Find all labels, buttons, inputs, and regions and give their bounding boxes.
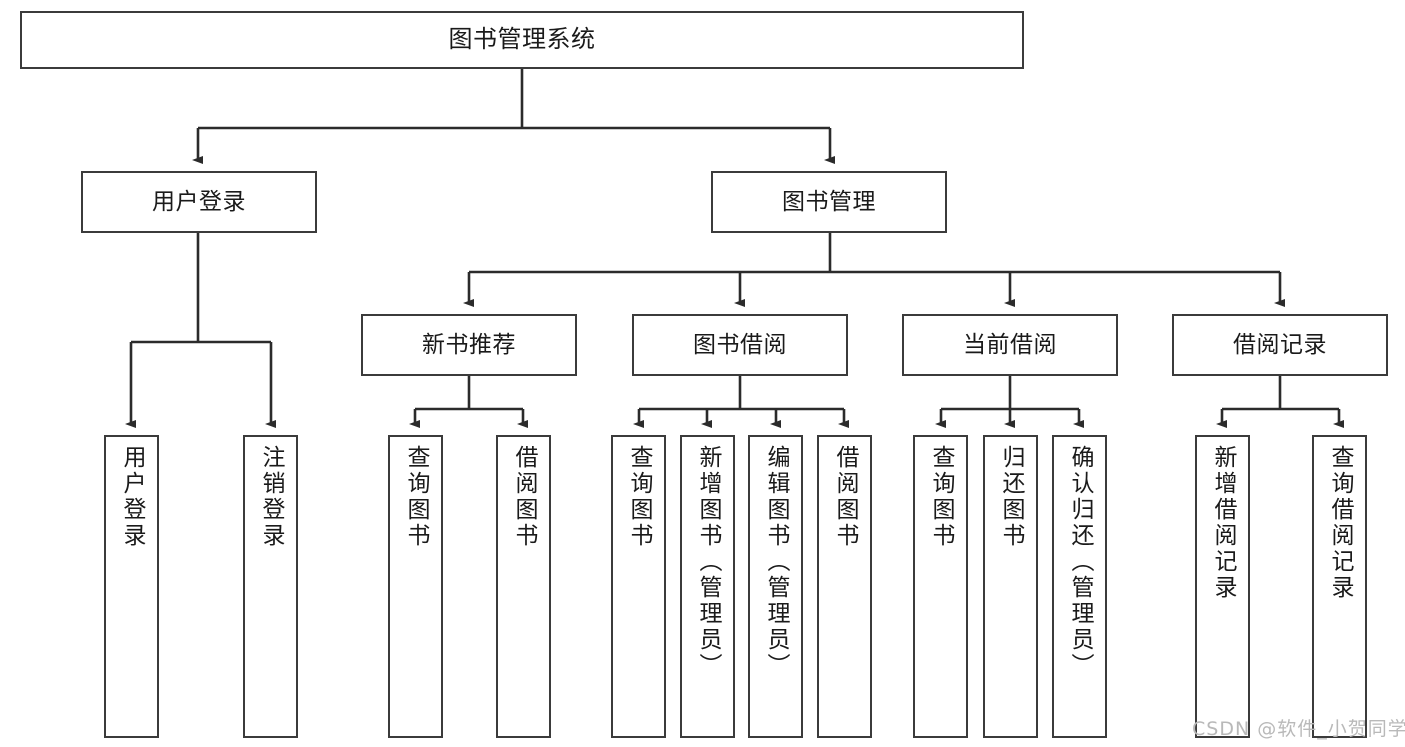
node-borrow-record[interactable]: 借阅记录 (1172, 314, 1388, 376)
leaf-new-book-query[interactable]: 查询图书 (388, 435, 443, 738)
node-new-book-recommend[interactable]: 新书推荐 (361, 314, 577, 376)
node-label: 注销登录 (258, 445, 284, 549)
node-label: 图书管理 (782, 188, 876, 215)
leaf-current-confirm-return-admin[interactable]: 确认归还（管理员） (1052, 435, 1107, 738)
node-label: 确认归还（管理员） (1067, 445, 1093, 679)
node-label: 编辑图书（管理员） (763, 445, 789, 679)
node-book-management[interactable]: 图书管理 (711, 171, 947, 233)
node-book-borrow[interactable]: 图书借阅 (632, 314, 848, 376)
node-label: 查询图书 (626, 445, 652, 549)
leaf-borrow-borrow-book[interactable]: 借阅图书 (817, 435, 872, 738)
leaf-borrow-add-book-admin[interactable]: 新增图书（管理员） (680, 435, 735, 738)
node-label: 用户登录 (152, 188, 246, 215)
leaf-borrow-query-book[interactable]: 查询图书 (611, 435, 666, 738)
leaf-current-query-book[interactable]: 查询图书 (913, 435, 968, 738)
leaf-record-add[interactable]: 新增借阅记录 (1195, 435, 1250, 738)
node-label: 查询图书 (403, 445, 429, 549)
node-label: 新增图书（管理员） (695, 445, 721, 679)
csdn-watermark: CSDN @软件_小贺同学 (1192, 718, 1405, 740)
node-label: 图书借阅 (693, 331, 787, 358)
leaf-user-login-logout[interactable]: 注销登录 (243, 435, 298, 738)
leaf-user-login-login[interactable]: 用户登录 (104, 435, 159, 738)
node-label: 新书推荐 (422, 331, 516, 358)
leaf-record-query[interactable]: 查询借阅记录 (1312, 435, 1367, 738)
node-root-system[interactable]: 图书管理系统 (20, 11, 1024, 69)
node-label: 用户登录 (119, 445, 145, 549)
node-label: 借阅图书 (832, 445, 858, 549)
node-label: 当前借阅 (963, 331, 1057, 358)
leaf-current-return-book[interactable]: 归还图书 (983, 435, 1038, 738)
node-current-borrow[interactable]: 当前借阅 (902, 314, 1118, 376)
node-label: 新增借阅记录 (1210, 445, 1236, 601)
node-label: 借阅记录 (1233, 331, 1327, 358)
node-label: 归还图书 (998, 445, 1024, 549)
node-label: 查询借阅记录 (1327, 445, 1353, 601)
node-label: 借阅图书 (511, 445, 537, 549)
leaf-new-book-borrow[interactable]: 借阅图书 (496, 435, 551, 738)
node-label: 查询图书 (928, 445, 954, 549)
leaf-borrow-edit-book-admin[interactable]: 编辑图书（管理员） (748, 435, 803, 738)
node-user-login[interactable]: 用户登录 (81, 171, 317, 233)
node-label: 图书管理系统 (448, 25, 596, 54)
